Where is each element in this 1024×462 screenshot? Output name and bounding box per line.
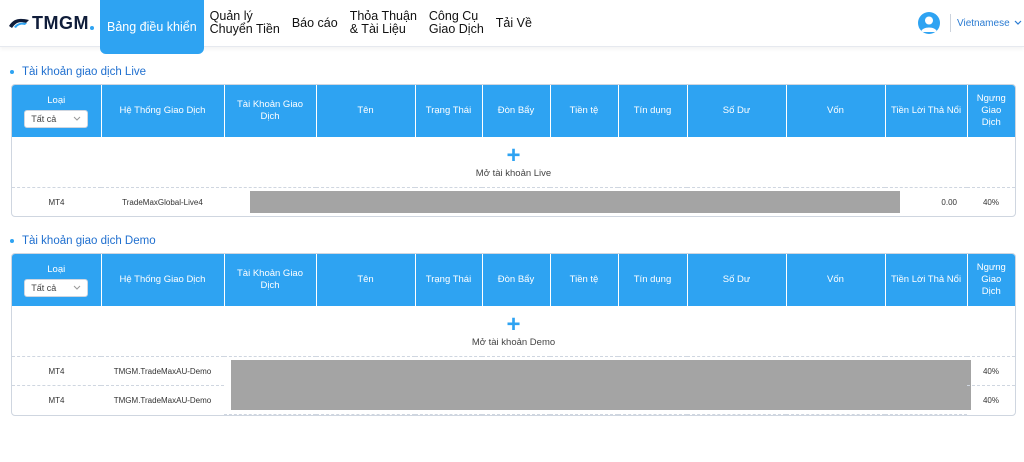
nav-fund-management[interactable]: Quản lý Chuyển Tiền <box>204 0 286 46</box>
redacted-cells <box>224 188 900 217</box>
main-nav: Bảng điều khiển Quản lý Chuyển Tiền Báo … <box>100 0 538 54</box>
open-demo-account-button[interactable]: + Mở tài khoản Demo <box>12 306 1015 357</box>
col-account: Tài Khoản Giao Dịch <box>224 254 317 306</box>
col-status: Trạng Thái <box>415 254 483 306</box>
open-live-account-label: Mở tài khoản Live <box>475 167 552 179</box>
chevron-down-icon <box>73 116 81 121</box>
top-navigation-bar: TMGM Bảng điều khiển Quản lý Chuyển Tiền… <box>0 0 1024 54</box>
nav-downloads-label: Tải Về <box>495 15 532 30</box>
col-leverage: Đòn Bẩy <box>482 254 551 306</box>
cell-type: MT4 <box>12 356 101 386</box>
type-filter-value: Tất cả <box>31 113 57 124</box>
col-type: Loại Tất cả <box>12 254 102 306</box>
col-platform: Hệ Thống Giao Dịch <box>101 254 225 306</box>
plus-icon: + <box>506 141 521 169</box>
cell-floating-pl: 0.00 <box>941 197 957 207</box>
nav-dashboard-label: Bảng điều khiển <box>107 19 197 34</box>
type-filter-dropdown[interactable]: Tất cả <box>24 278 89 297</box>
cell-platform: TradeMaxGlobal-Live4 <box>122 197 203 207</box>
logo-text: TMGM <box>32 12 89 33</box>
open-live-account-row: + Mở tài khoản Live <box>12 137 1015 188</box>
nav-agreements-line2: & Tài Liệu <box>349 22 406 36</box>
cell-stop-out: 40% <box>982 197 999 207</box>
language-label: Vietnamese <box>957 17 1010 29</box>
table-row[interactable]: MT4 TradeMaxGlobal-Live4 0.00 40% <box>12 188 1015 217</box>
col-credit: Tín dụng <box>618 85 688 137</box>
user-avatar-icon[interactable] <box>918 12 940 34</box>
col-credit: Tín dụng <box>618 254 688 306</box>
redacted-block <box>250 191 900 213</box>
cell-platform: TMGM.TradeMaxAU-Demo <box>113 395 212 405</box>
col-equity: Vốn <box>786 85 886 137</box>
col-stop-out: Ngưng Giao Dịch <box>967 254 1015 306</box>
col-balance: Số Dư <box>687 85 787 137</box>
col-stop-out: Ngưng Giao Dịch <box>967 85 1015 137</box>
live-section-title-text: Tài khoản giao dịch Live <box>22 66 147 78</box>
chevron-down-icon <box>73 285 81 290</box>
logo-dot <box>89 26 94 30</box>
col-floating-pl: Tiền Lời Thả Nổi <box>885 85 968 137</box>
table-row[interactable]: MT4 TMGM.TradeMaxAU-Demo 40% <box>12 386 1015 415</box>
open-live-account-button[interactable]: + Mở tài khoản Live <box>12 137 1015 188</box>
live-accounts-table: Loại Tất cả Hệ Thống Giao Dịch Tài Khoản… <box>11 84 1016 217</box>
nav-downloads[interactable]: Tải Về <box>490 0 538 46</box>
redacted-block <box>231 360 971 411</box>
nav-fund-management-line2: Chuyển Tiền <box>209 22 280 36</box>
col-type-label: Loại <box>47 94 66 106</box>
col-account: Tài Khoản Giao Dịch <box>224 85 317 137</box>
chevron-down-icon <box>1014 20 1022 25</box>
table-header: Loại Tất cả Hệ Thống Giao Dịch Tài Khoản… <box>12 85 1015 137</box>
col-platform: Hệ Thống Giao Dịch <box>101 85 225 137</box>
col-name: Tên <box>316 254 416 306</box>
col-currency: Tiền tệ <box>550 85 619 137</box>
nav-reports[interactable]: Báo cáo <box>286 0 344 46</box>
col-equity: Vốn <box>786 254 886 306</box>
live-section-title: Tài khoản giao dịch Live <box>10 66 146 78</box>
nav-trading-tools-line2: Giao Dịch <box>428 22 484 36</box>
demo-section-title: Tài khoản giao dịch Demo <box>10 235 156 247</box>
nav-agreements-documents[interactable]: Thỏa Thuận & Tài Liệu <box>344 0 423 46</box>
tmgm-logo[interactable]: TMGM <box>8 11 94 35</box>
cell-type: MT4 <box>48 197 65 207</box>
col-type-label: Loại <box>47 263 66 275</box>
cell-stop-out: 40% <box>982 395 999 405</box>
redacted-cells <box>224 356 971 415</box>
table-header: Loại Tất cả Hệ Thống Giao Dịch Tài Khoản… <box>12 254 1015 306</box>
nav-trading-tools[interactable]: Công Cụ Giao Dịch <box>423 0 490 46</box>
col-balance: Số Dư <box>687 254 787 306</box>
nav-trading-tools-line1: Công Cụ <box>428 9 479 23</box>
cell-platform: TMGM.TradeMaxAU-Demo <box>101 356 224 386</box>
nav-dashboard[interactable]: Bảng điều khiển <box>100 0 204 54</box>
language-selector[interactable]: Vietnamese <box>950 14 1022 32</box>
open-demo-account-label: Mở tài khoản Demo <box>471 336 556 348</box>
cell-type: MT4 <box>48 395 65 405</box>
tmgm-logo-icon <box>9 18 29 28</box>
col-name: Tên <box>316 85 416 137</box>
nav-fund-management-line1: Quản lý <box>209 9 253 23</box>
bullet-icon <box>10 239 14 243</box>
demo-section-title-text: Tài khoản giao dịch Demo <box>22 235 156 247</box>
nav-reports-label: Báo cáo <box>291 15 338 30</box>
type-filter-value: Tất cả <box>31 282 57 293</box>
bullet-icon <box>10 70 14 74</box>
cell-stop-out: 40% <box>967 356 1015 386</box>
open-demo-account-row: + Mở tài khoản Demo <box>12 306 1015 357</box>
col-leverage: Đòn Bẩy <box>482 85 551 137</box>
col-type: Loại Tất cả <box>12 85 102 137</box>
nav-agreements-line1: Thỏa Thuận <box>349 9 417 23</box>
col-currency: Tiền tệ <box>550 254 619 306</box>
plus-icon: + <box>506 310 521 338</box>
table-row[interactable]: MT4 TMGM.TradeMaxAU-Demo 40% <box>12 356 1015 415</box>
type-filter-dropdown[interactable]: Tất cả <box>24 109 89 128</box>
col-status: Trạng Thái <box>415 85 483 137</box>
demo-accounts-table: Loại Tất cả Hệ Thống Giao Dịch Tài Khoản… <box>11 253 1016 416</box>
col-floating-pl: Tiền Lời Thả Nổi <box>885 254 968 306</box>
